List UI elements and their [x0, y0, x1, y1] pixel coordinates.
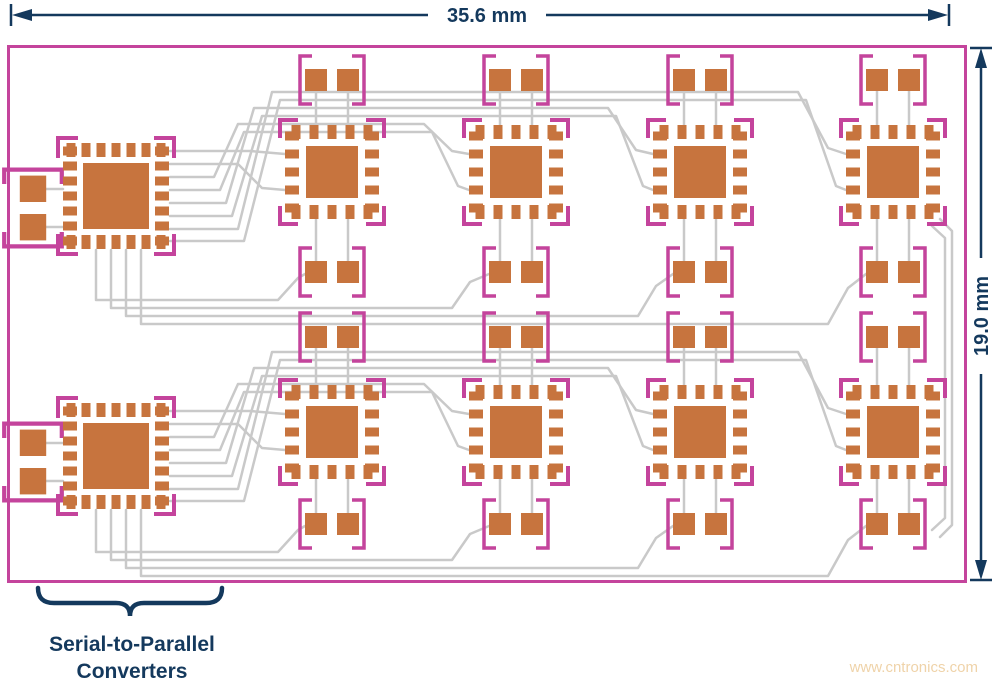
serial-to-parallel-converter-footprint [58, 398, 174, 514]
qfn-driver-footprint [648, 380, 752, 484]
annotation-line2: Converters [77, 660, 188, 683]
converter-annotation: Serial-to-Parallel Converters [35, 585, 225, 683]
watermark-text: www.cntronics.com [849, 659, 978, 676]
width-dimension-label: 35.6 mm [447, 5, 527, 27]
curly-brace [35, 585, 225, 617]
qfn-driver-footprint [280, 120, 384, 224]
traces-group [43, 82, 954, 578]
qfn-driver-footprint [841, 120, 945, 224]
serial-to-parallel-converter-footprint [58, 138, 174, 254]
qfn-driver-footprint [280, 380, 384, 484]
width-dimension: 35.6 mm [9, 4, 951, 27]
height-dimension-label: 19.0 mm [971, 276, 993, 356]
qfn-driver-footprint [648, 120, 752, 224]
height-dimension: 19.0 mm [970, 46, 993, 582]
qfn-driver-footprint [464, 380, 568, 484]
qfn-driver-footprint [841, 380, 945, 484]
annotation-line1: Serial-to-Parallel [49, 633, 215, 656]
qfn-driver-footprint [464, 120, 568, 224]
